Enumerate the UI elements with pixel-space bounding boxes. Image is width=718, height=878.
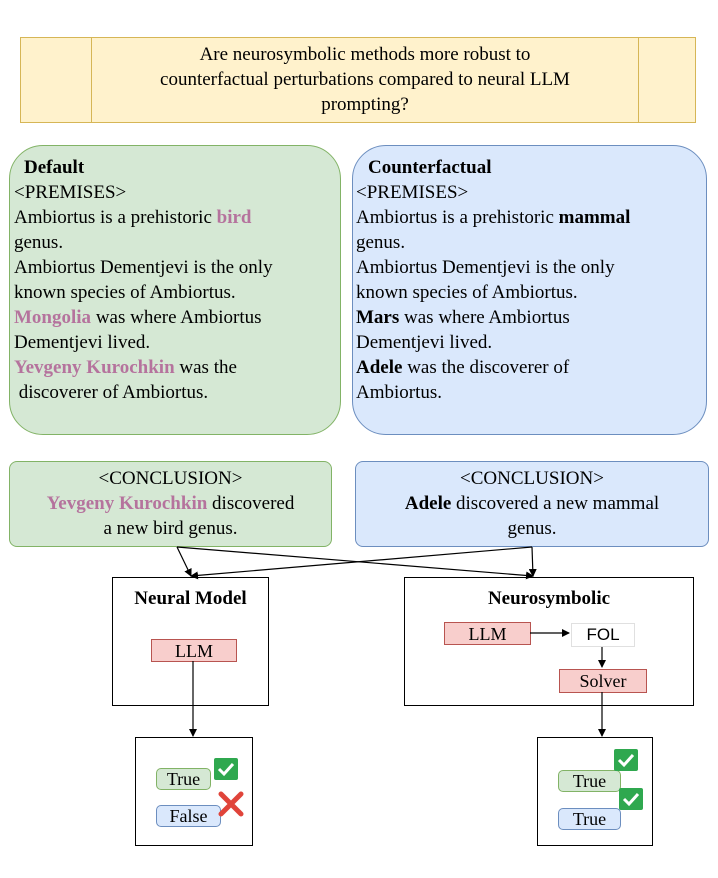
default-premise-line: known species of Ambiortus. [14,282,236,303]
check-icon [619,788,643,810]
default-premise-line: genus. [14,232,64,253]
counterfactual-panel-title: Counterfactual [368,157,492,178]
highlight-bird: bird [216,207,252,228]
counterfactual-premise-line: Ambiortus. [356,382,443,403]
neurosymbolic-box: Neurosymbolic LLM FOL Solver [404,577,694,706]
research-question-banner: Are neurosymbolic methods more robust to… [20,37,696,123]
highlight-mars: Mars [356,307,400,328]
neural-result-true: True [156,768,211,790]
default-premises-panel: Default <PREMISES> Ambiortus is a prehis… [9,145,341,435]
question-line: prompting? [321,94,409,115]
default-premise-line: Yevgeny Kurochkin was the [14,357,237,378]
counterfactual-premises-panel: Counterfactual <PREMISES> Ambiortus is a… [352,145,707,435]
question-line: Are neurosymbolic methods more robust to [199,44,531,65]
default-conclusion-line: Yevgeny Kurochkin discovered [46,493,295,514]
counterfactual-premise-line: Ambiortus Dementjevi is the only [356,257,615,278]
neural-results-box: True False [135,737,253,846]
highlight-mammal: mammal [558,207,631,228]
default-conclusion-line: a new bird genus. [103,518,238,539]
highlight-kurochkin: Yevgeny Kurochkin [14,357,175,378]
neural-model-title: Neural Model [134,588,247,609]
counterfactual-conclusion-label: <CONCLUSION> [460,468,604,489]
default-premise-line: discoverer of Ambiortus. [14,382,209,403]
arrow-counterfactual-to-neurosymbolic [528,546,537,577]
check-icon [614,749,638,771]
default-premise-line: Ambiortus Dementjevi is the only [14,257,273,278]
default-conclusion-label: <CONCLUSION> [98,468,243,489]
counterfactual-conclusion-box: <CONCLUSION> Adele discovered a new mamm… [355,461,709,547]
fol-tag: FOL [571,623,635,647]
arrow-counterfactual-to-neural [190,546,533,580]
counterfactual-premise-line: Ambiortus is a prehistoric mammal [356,207,631,228]
default-panel-title: Default [24,157,85,178]
neurosymbolic-result-true-1: True [558,770,621,792]
neurosymbolic-results-box: True True [537,737,653,846]
neural-result-false: False [156,805,221,827]
counterfactual-conclusion-line: Adele discovered a new mammal [404,493,660,514]
solver-tag: Solver [559,669,647,693]
default-premises-label: <PREMISES> [14,182,127,203]
counterfactual-premise-line: known species of Ambiortus. [356,282,578,303]
highlight-kurochkin: Yevgeny Kurochkin [46,493,208,514]
neural-llm-tag: LLM [151,639,237,662]
neurosymbolic-result-true-2: True [558,808,621,830]
highlight-mongolia: Mongolia [14,307,92,328]
arrow-default-to-neural [176,546,192,577]
counterfactual-premise-line: genus. [356,232,406,253]
default-premise-line: Mongolia was where Ambiortus [14,307,262,328]
question-line: counterfactual perturbations compared to… [160,69,570,90]
default-conclusion-box: <CONCLUSION> Yevgeny Kurochkin discovere… [9,461,332,547]
counterfactual-premise-line: Mars was where Ambiortus [356,307,570,328]
neurosymbolic-llm-tag: LLM [444,622,531,645]
check-icon [214,758,238,780]
counterfactual-conclusion-line: genus. [507,518,557,539]
counterfactual-premises-label: <PREMISES> [356,182,469,203]
default-premise-line: Ambiortus is a prehistoric bird [14,207,252,228]
neural-model-box: Neural Model LLM [112,577,269,706]
counterfactual-premise-line: Adele was the discoverer of [356,357,570,378]
default-premise-line: Dementjevi lived. [14,332,151,353]
neurosymbolic-title: Neurosymbolic [487,588,611,609]
counterfactual-premise-line: Dementjevi lived. [356,332,493,353]
highlight-adele: Adele [404,493,452,514]
highlight-adele: Adele [356,357,403,378]
research-question-text: Are neurosymbolic methods more robust to… [93,42,637,117]
cross-icon [217,790,245,818]
